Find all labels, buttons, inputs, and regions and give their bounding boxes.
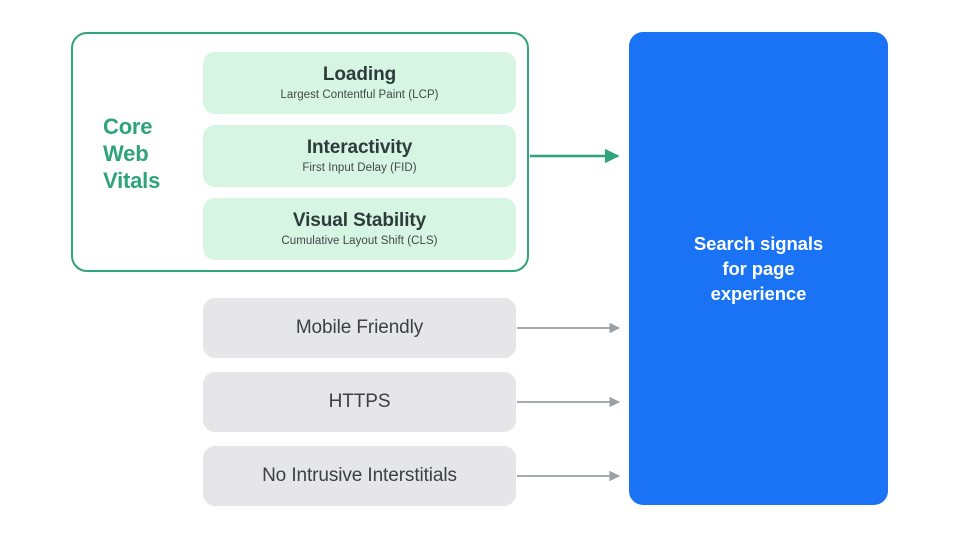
core-web-vitals-group-label: Core Web Vitals [103,113,195,194]
signal-card-mobile-friendly: Mobile Friendly [203,298,516,358]
vital-card-subtitle: First Input Delay (FID) [302,161,417,174]
vital-card-subtitle: Cumulative Layout Shift (CLS) [281,234,438,247]
search-signals-text: Search signals for page experience [693,233,824,304]
search-signals-box: Search signals for page experience [629,32,888,505]
signal-card-label: Mobile Friendly [295,317,424,338]
signal-card-label: No Intrusive Interstitials [262,465,457,486]
core-web-vitals-label-line-1: Core [103,114,153,139]
signal-card-no-intrusive-interstitials: No Intrusive Interstitials [203,446,516,506]
signal-card-label: HTTPS [328,391,391,412]
vital-card-title: Interactivity [306,136,413,158]
vital-card-loading: Loading Largest Contentful Paint (LCP) [203,52,516,114]
vital-card-visual-stability: Visual Stability Cumulative Layout Shift… [203,198,516,260]
core-web-vitals-label-line-3: Vitals [103,168,161,193]
vital-card-interactivity: Interactivity First Input Delay (FID) [203,125,516,187]
core-web-vitals-label-line-2: Web [103,141,149,166]
signal-card-https: HTTPS [203,372,516,432]
vital-card-subtitle: Largest Contentful Paint (LCP) [280,88,439,101]
vital-card-title: Loading [322,63,397,85]
vital-card-title: Visual Stability [292,209,427,231]
